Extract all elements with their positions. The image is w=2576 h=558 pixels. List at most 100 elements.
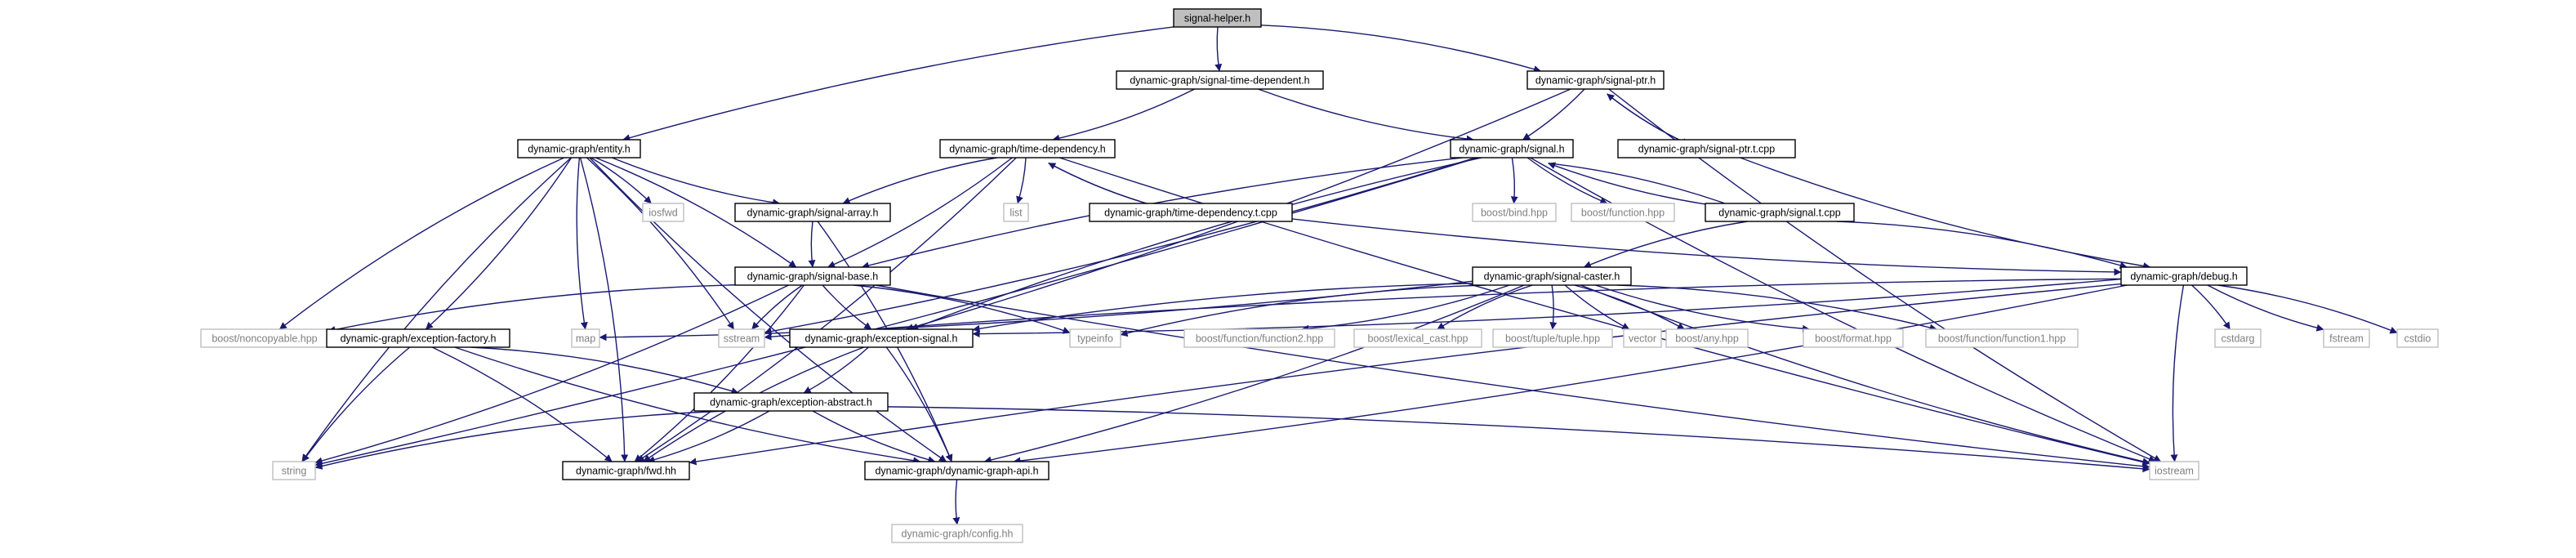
node-signal-t[interactable]: dynamic-graph/signal.t.cpp — [1705, 203, 1855, 222]
node-box-config — [891, 524, 1023, 543]
edge-debug-to-fstream — [2207, 284, 2324, 332]
node-label-time-dependency-t: dynamic-graph/time-dependency.t.cpp — [1104, 208, 1277, 219]
node-signal-time-dependent[interactable]: dynamic-graph/signal-time-dependent.h — [1116, 70, 1324, 90]
node-sstream: sstream — [718, 328, 765, 348]
node-box-signal-time-dependent — [1116, 70, 1324, 90]
node-box-boost-format — [1803, 328, 1904, 348]
edge-dynamic-graph-api-to-config — [952, 479, 960, 525]
edge-signal-caster-to-boost-format — [1595, 284, 1811, 333]
node-label-dynamic-graph-api: dynamic-graph/dynamic-graph-api.h — [875, 466, 1038, 477]
node-label-list: list — [1009, 208, 1023, 219]
node-label-iosfwd: iosfwd — [648, 208, 677, 219]
edge-exception-factory-to-exception-abstract — [470, 346, 739, 395]
node-box-boost-lexical-cast — [1353, 328, 1482, 348]
edge-entity-to-dynamic-graph-api — [589, 157, 947, 462]
node-label-time-dependency: dynamic-graph/time-dependency.h — [949, 144, 1106, 155]
node-signal-ptr-t[interactable]: dynamic-graph/signal-ptr.t.cpp — [1617, 139, 1796, 158]
edge-signal-to-signal-t — [1548, 163, 1741, 211]
node-label-exception-signal: dynamic-graph/exception-signal.h — [805, 333, 958, 345]
node-dynamic-graph-api[interactable]: dynamic-graph/dynamic-graph-api.h — [864, 461, 1050, 480]
edge-signal-t-to-signal-caster — [1583, 221, 1748, 268]
node-debug[interactable]: dynamic-graph/debug.h — [2120, 266, 2248, 286]
node-boost-bind: boost/bind.hpp — [1472, 203, 1557, 222]
edge-signal-caster-to-boost-function1 — [1616, 284, 1937, 332]
edge-signal-base-to-string — [314, 284, 789, 465]
node-label-cstdarg: cstdarg — [2222, 333, 2255, 345]
edge-debug-to-exception-signal — [972, 278, 2122, 338]
edge-signal-caster-to-boost-tuple — [1549, 284, 1558, 330]
node-exception-abstract[interactable]: dynamic-graph/exception-abstract.h — [693, 392, 889, 412]
edge-time-dependency-t-to-debug — [1291, 218, 2122, 276]
edge-debug-to-iostream — [2170, 284, 2185, 462]
node-label-boost-function1: boost/function/function1.hpp — [1938, 333, 2066, 345]
node-signal-helper[interactable]: signal-helper.h — [1173, 8, 1262, 28]
node-label-signal-ptr: dynamic-graph/signal-ptr.h — [1535, 75, 1656, 87]
node-label-signal-caster: dynamic-graph/signal-caster.h — [1484, 271, 1620, 283]
node-exception-signal[interactable]: dynamic-graph/exception-signal.h — [789, 328, 974, 348]
node-signal-caster[interactable]: dynamic-graph/signal-caster.h — [1472, 266, 1632, 286]
node-map: map — [571, 328, 600, 348]
edge-entity-to-signal-array — [612, 157, 781, 207]
edge-entity-to-exception-factory — [425, 157, 573, 330]
node-box-fwd — [562, 461, 690, 480]
node-iostream: iostream — [2149, 461, 2199, 480]
node-label-signal-ptr-t: dynamic-graph/signal-ptr.t.cpp — [1638, 144, 1775, 155]
edge-time-dependency-to-list — [1016, 157, 1027, 204]
node-entity[interactable]: dynamic-graph/entity.h — [517, 139, 641, 158]
node-box-iosfwd — [642, 203, 684, 222]
edge-signal-helper-to-signal-time-dependent — [1214, 26, 1223, 72]
node-time-dependency[interactable]: dynamic-graph/time-dependency.h — [939, 139, 1116, 158]
node-boost-function2: boost/function/function2.hpp — [1183, 328, 1335, 348]
edge-signal-caster-to-typeinfo — [1120, 284, 1486, 337]
edge-debug-to-sstream — [764, 278, 2122, 341]
node-signal-base[interactable]: dynamic-graph/signal-base.h — [734, 266, 891, 286]
edge-signal-base-to-boost-noncopyable — [328, 284, 736, 333]
node-box-exception-factory — [326, 328, 510, 348]
node-config: dynamic-graph/config.hh — [891, 524, 1023, 543]
edge-signal-to-signal-base — [861, 157, 1463, 270]
node-box-boost-function1 — [1925, 328, 2079, 348]
node-box-string — [272, 461, 316, 480]
node-label-fwd: dynamic-graph/fwd.hh — [576, 466, 676, 477]
node-label-map: map — [576, 333, 595, 345]
node-label-exception-factory: dynamic-graph/exception-factory.h — [341, 333, 497, 345]
edge-signal-ptr-t-to-debug — [1740, 157, 2151, 270]
node-signal-array[interactable]: dynamic-graph/signal-array.h — [734, 203, 891, 222]
edge-debug-to-fwd — [689, 283, 2122, 466]
node-time-dependency-t[interactable]: dynamic-graph/time-dependency.t.cpp — [1089, 203, 1293, 222]
node-label-debug: dynamic-graph/debug.h — [2130, 271, 2237, 283]
edge-signal-base-to-exception-signal — [822, 284, 872, 330]
node-label-sstream: sstream — [724, 333, 760, 345]
edge-signal-base-to-fwd — [634, 284, 804, 462]
edge-signal-to-exception-signal — [911, 157, 1482, 331]
node-box-signal-base — [734, 266, 891, 286]
edge-signal-time-dependent-to-signal — [1258, 88, 1474, 143]
node-fwd[interactable]: dynamic-graph/fwd.hh — [562, 461, 690, 480]
node-label-signal-base: dynamic-graph/signal-base.h — [747, 271, 879, 283]
edge-signal-ptr-to-signal — [1522, 88, 1585, 141]
node-label-signal-array: dynamic-graph/signal-array.h — [747, 208, 879, 219]
node-signal[interactable]: dynamic-graph/signal.h — [1450, 139, 1574, 158]
node-box-exception-signal — [789, 328, 974, 348]
node-exception-factory[interactable]: dynamic-graph/exception-factory.h — [326, 328, 510, 348]
node-box-signal-array — [734, 203, 891, 222]
dependency-edges — [279, 25, 2398, 525]
edge-entity-to-string — [301, 157, 572, 462]
edge-exception-abstract-to-iostream — [887, 406, 2150, 473]
node-cstdarg: cstdarg — [2214, 328, 2262, 348]
edge-signal-base-to-typeinfo — [853, 284, 1071, 334]
edge-exception-factory-to-fwd — [431, 346, 613, 462]
node-box-boost-bind — [1472, 203, 1557, 222]
node-box-time-dependency-t — [1089, 203, 1293, 222]
node-vector: vector — [1623, 328, 1662, 348]
node-label-signal-helper: signal-helper.h — [1184, 13, 1250, 25]
node-label-typeinfo: typeinfo — [1077, 333, 1113, 345]
node-box-fstream — [2323, 328, 2370, 348]
node-box-exception-abstract — [693, 392, 889, 412]
node-label-vector: vector — [1629, 333, 1656, 345]
node-label-config: dynamic-graph/config.hh — [902, 529, 1014, 540]
node-signal-ptr[interactable]: dynamic-graph/signal-ptr.h — [1526, 70, 1665, 90]
node-boost-any: boost/any.hpp — [1665, 328, 1749, 348]
edge-exception-signal-to-exception-abstract — [803, 346, 869, 394]
node-label-iostream: iostream — [2155, 466, 2194, 477]
